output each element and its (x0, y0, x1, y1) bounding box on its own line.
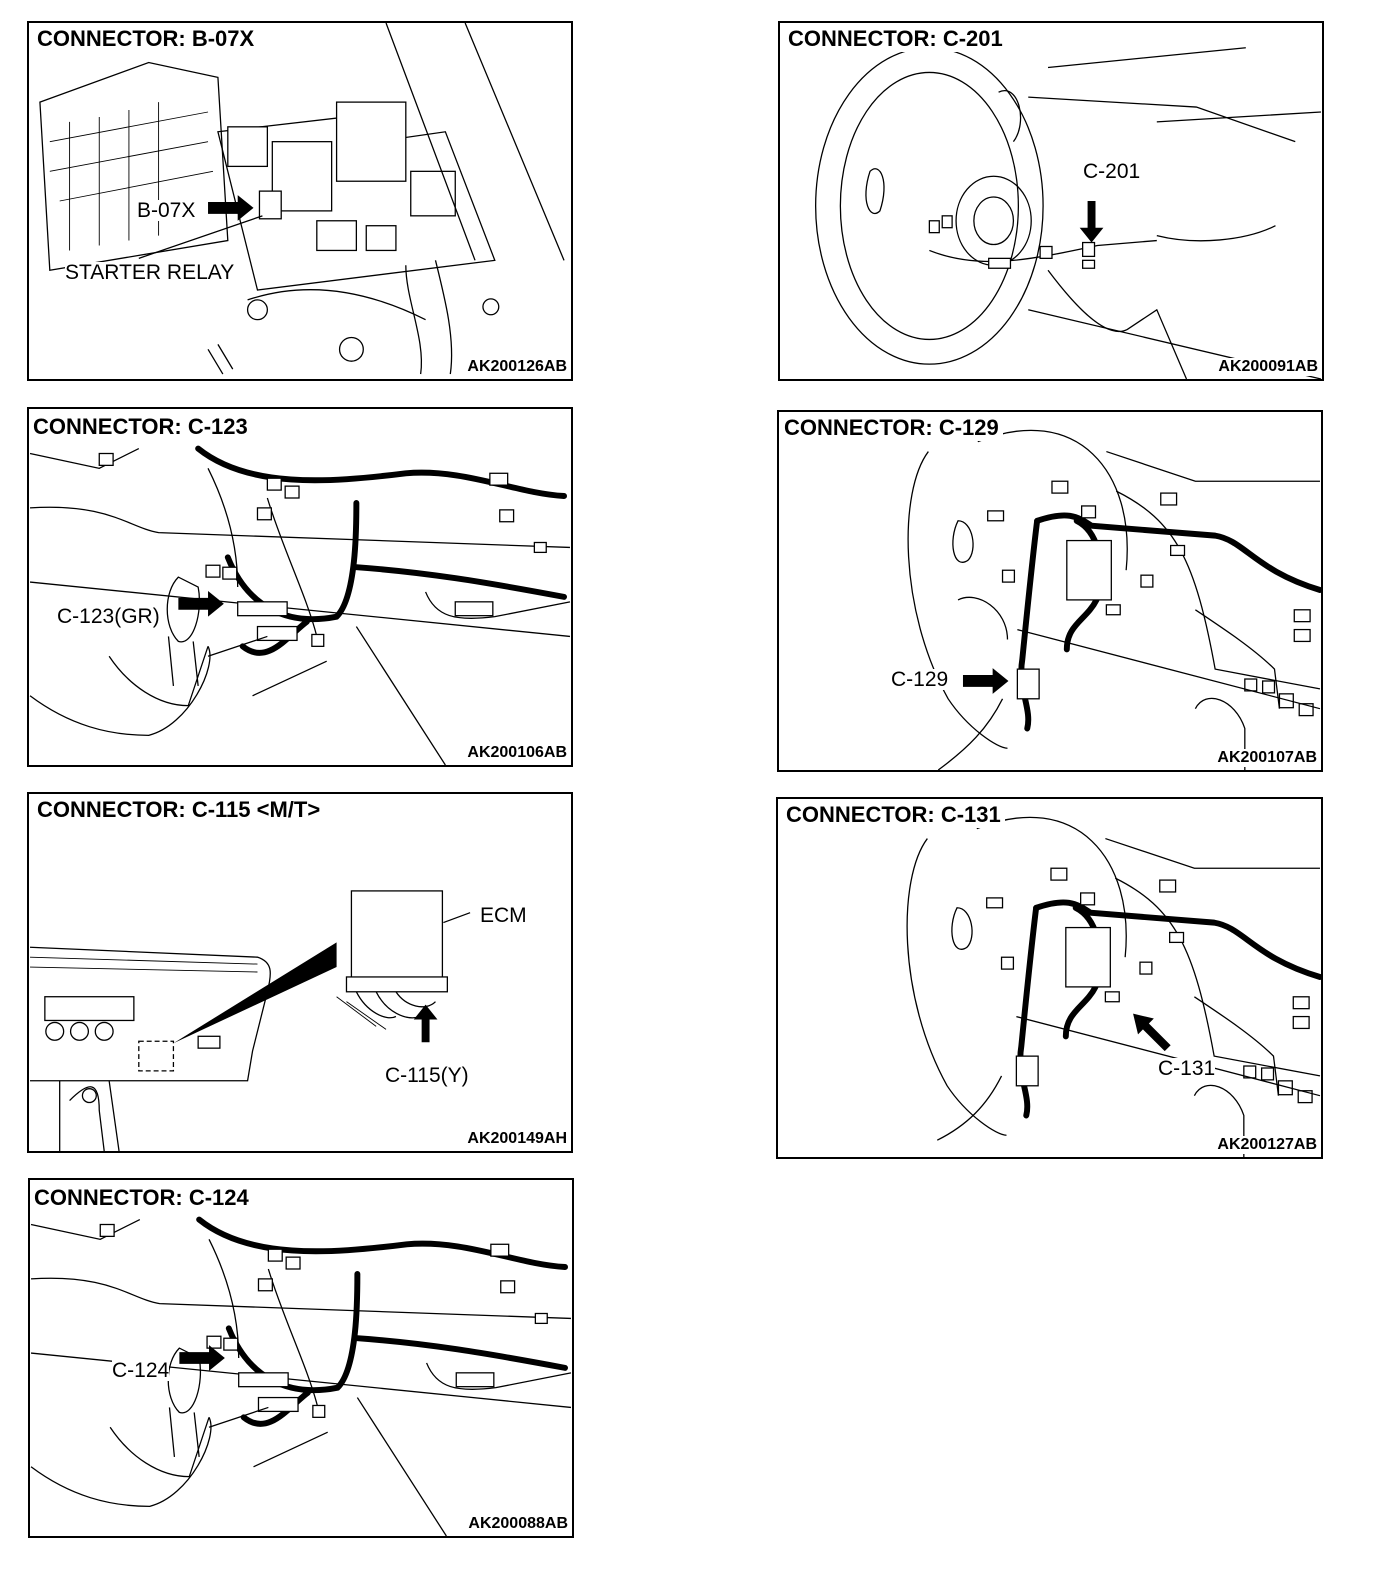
connector-label: C-129 (891, 668, 949, 691)
figure-code: AK200091AB (1218, 358, 1318, 376)
panel-title: CONNECTOR: C-123 (33, 414, 252, 440)
steering-column-illustration (815, 47, 1322, 379)
fuse-box-illustration (39, 23, 565, 375)
figure-code: AK200106AB (467, 744, 567, 762)
dash-harness-illustration (907, 429, 1321, 770)
connector-panel-c129: CONNECTOR: C-129 C-129 AK200107AB (777, 410, 1323, 772)
connector-label: B-07X (137, 199, 196, 222)
ecm-location-illustration (29, 890, 471, 1151)
figure-code: AK200127AB (1217, 1136, 1317, 1154)
connector-panel-c124: CONNECTOR: C-124 C-124 AK200088AB (28, 1178, 574, 1538)
figure-code: AK200126AB (467, 358, 567, 376)
component-label: ECM (480, 904, 527, 927)
connector-label: C-123(GR) (57, 605, 160, 628)
component-label: STARTER RELAY (65, 261, 235, 284)
panel-title: CONNECTOR: C-124 (34, 1185, 253, 1211)
figure-code: AK200149AH (467, 1130, 567, 1148)
panel-title: CONNECTOR: C-115 <M/T> (37, 797, 325, 823)
connector-label: C-115(Y) (385, 1064, 469, 1087)
panel-title: CONNECTOR: C-129 (784, 415, 1003, 441)
connector-panel-c123: CONNECTOR: C-123 C-123(GR) AK200106AB (27, 407, 573, 767)
panel-title: CONNECTOR: B-07X (37, 26, 259, 52)
panel-title: CONNECTOR: C-131 (786, 802, 1005, 828)
connector-panel-c201: CONNECTOR: C-201 C-201 AK200091AB (778, 21, 1324, 381)
connector-label: C-131 (1158, 1057, 1216, 1080)
panel-title: CONNECTOR: C-201 (788, 26, 1007, 52)
connector-panel-b07x: CONNECTOR: B-07X B-07X STARTER RELAY AK2… (27, 21, 573, 381)
figure-code: AK200088AB (468, 1515, 568, 1533)
console-harness-illustration (30, 1216, 572, 1536)
connector-label: C-201 (1083, 160, 1141, 183)
connector-panel-c115: CONNECTOR: C-115 <M/T> ECM C-115(Y) AK20… (27, 792, 573, 1153)
figure-code: AK200107AB (1217, 749, 1317, 767)
connector-label: C-124 (112, 1359, 170, 1382)
dash-harness-illustration (906, 816, 1321, 1157)
console-harness-illustration (29, 445, 571, 765)
connector-panel-c131: CONNECTOR: C-131 C-131 AK200127AB (776, 797, 1323, 1159)
